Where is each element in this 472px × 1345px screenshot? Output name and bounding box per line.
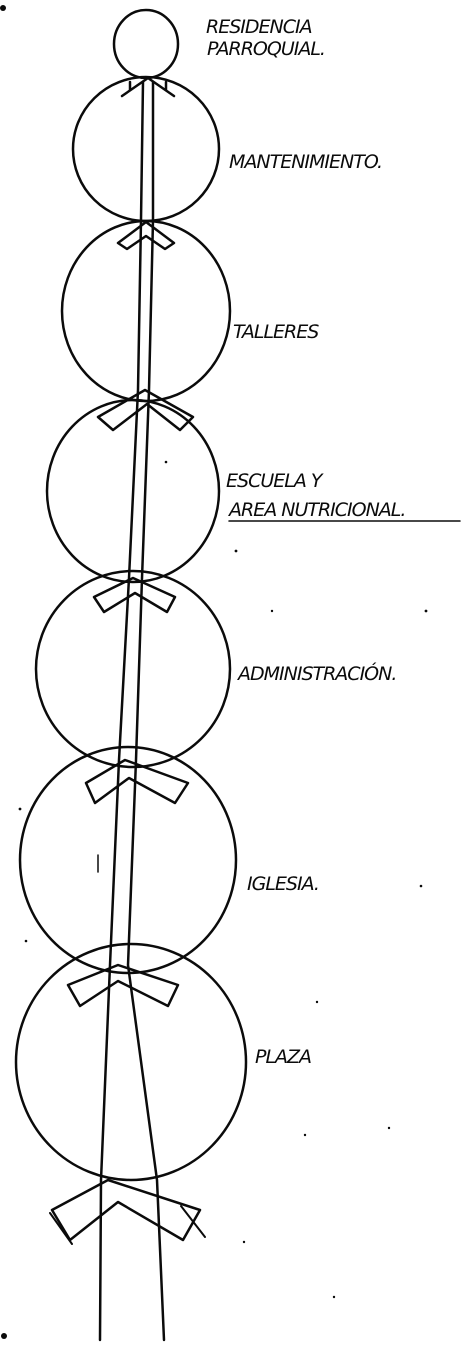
zone-bubble-escuela [45, 398, 221, 584]
speck [18, 807, 22, 811]
circulation-spine-left [98, 80, 145, 1342]
speck [164, 460, 168, 464]
label-mantenimiento: MANTENIMIENTO. [229, 151, 382, 173]
circulation-spine-right [126, 80, 166, 1342]
arrow-head-5 [84, 758, 190, 805]
label-iglesia: IGLESIA. [247, 873, 319, 895]
zone-bubble-administracion [34, 569, 232, 769]
zone-bubble-talleres [60, 219, 232, 403]
label-residencia-line1: RESIDENCIA [206, 16, 312, 38]
speck [315, 1000, 319, 1004]
arrow-head-7 [50, 1178, 202, 1242]
zone-bubble-residencia [112, 8, 180, 80]
speck [242, 1240, 246, 1244]
arrow-head-3 [96, 388, 195, 432]
speck [424, 609, 428, 613]
arrow-head-2 [116, 220, 176, 251]
label-escuela-line1: ESCUELA Y [226, 470, 324, 492]
label-administracion: ADMINISTRACIÓN. [236, 661, 396, 685]
speck [270, 609, 274, 613]
speck-top-left [0, 5, 6, 11]
speck-bottom-left [1, 1333, 7, 1339]
speck [24, 939, 28, 943]
zone-bubble-plaza-main [14, 942, 248, 1182]
speck [419, 884, 423, 888]
speck [303, 1133, 307, 1137]
arrow-head-4 [92, 576, 177, 614]
speck [332, 1295, 336, 1299]
arrow-head-1 [120, 76, 176, 98]
zone-bubble-mantenimiento [71, 75, 221, 223]
label-residencia-line2: PARROQUIAL. [207, 38, 325, 60]
base-scratch-mark [49, 1205, 206, 1245]
speck [387, 1126, 391, 1130]
label-escuela-line2: AREA NUTRICIONAL. [227, 499, 405, 521]
label-talleres: TALLERES [233, 321, 319, 343]
speck [234, 549, 238, 553]
label-plaza: PLAZA [255, 1046, 311, 1068]
arrow-head-6 [66, 963, 180, 1008]
